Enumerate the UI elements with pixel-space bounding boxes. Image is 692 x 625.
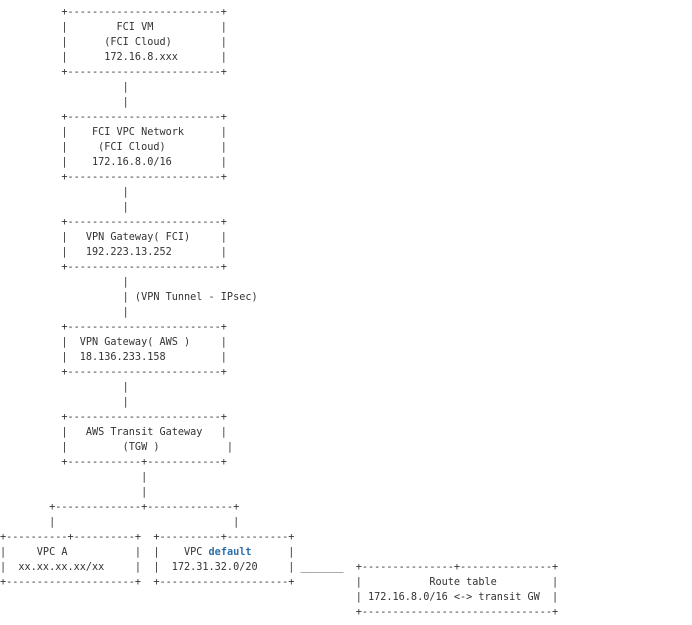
diagram-line: +-------------------------+ — [0, 322, 227, 333]
diagram-line: | — [0, 307, 129, 318]
diagram-line: | VPC A | | VPC default | — [0, 547, 295, 558]
diagram-line: | 192.223.13.252 | — [0, 247, 227, 258]
diagram-line: | (VPN Tunnel - IPsec) — [0, 292, 258, 303]
diagram-line: | xx.xx.xx.xx/xx | | 172.31.32.0/20 | __… — [0, 562, 559, 573]
diagram-line: | | — [0, 517, 240, 528]
diagram-line: | 172.16.8.0/16 <-> transit GW | — [0, 592, 559, 603]
diagram-line: +-------------------------+ — [0, 7, 227, 18]
diagram-line: | AWS Transit Gateway | — [0, 427, 227, 438]
network-topology-ascii-diagram: +-------------------------+ | FCI VM | |… — [0, 5, 558, 620]
diagram-line: | — [0, 97, 129, 108]
diagram-line: | VPN Gateway( FCI) | — [0, 232, 227, 243]
diagram-line: +-------------------------+ — [0, 67, 227, 78]
diagram-line: | — [0, 382, 129, 393]
diagram-line: +--------------+--------------+ — [0, 502, 240, 513]
diagram-line: +-------------------------+ — [0, 112, 227, 123]
diagram-line: | (TGW ) | — [0, 442, 234, 453]
diagram-line: | — [0, 397, 129, 408]
diagram-line: | 18.136.233.158 | — [0, 352, 227, 363]
diagram-line: +-------------------------+ — [0, 172, 227, 183]
diagram-line: | — [0, 82, 129, 93]
diagram-line: | FCI VM | — [0, 22, 227, 33]
diagram-line: | — [0, 487, 148, 498]
diagram-line: | — [0, 202, 129, 213]
diagram-line: +------------+------------+ — [0, 457, 227, 468]
diagram-line: +-------------------------+ — [0, 262, 227, 273]
diagram-line: | — [0, 187, 129, 198]
diagram-line: +----------+----------+ +----------+----… — [0, 532, 295, 543]
diagram-line: +-------------------------+ — [0, 367, 227, 378]
diagram-line: +-------------------------+ — [0, 217, 227, 228]
diagram-line: +-------------------------------+ — [0, 607, 559, 618]
diagram-line: | — [0, 472, 148, 483]
diagram-line: | 172.16.8.0/16 | — [0, 157, 227, 168]
highlighted-keyword: default — [208, 547, 252, 558]
diagram-line: | (FCI Cloud) | — [0, 37, 227, 48]
diagram-line: | — [0, 277, 129, 288]
diagram-line: | 172.16.8.xxx | — [0, 52, 227, 63]
diagram-line: +-------------------------+ — [0, 412, 227, 423]
diagram-line: | (FCI Cloud) | — [0, 142, 227, 153]
diagram-line: +---------------------+ +---------------… — [0, 577, 559, 588]
diagram-line: | FCI VPC Network | — [0, 127, 227, 138]
diagram-line: | VPN Gateway( AWS ) | — [0, 337, 227, 348]
